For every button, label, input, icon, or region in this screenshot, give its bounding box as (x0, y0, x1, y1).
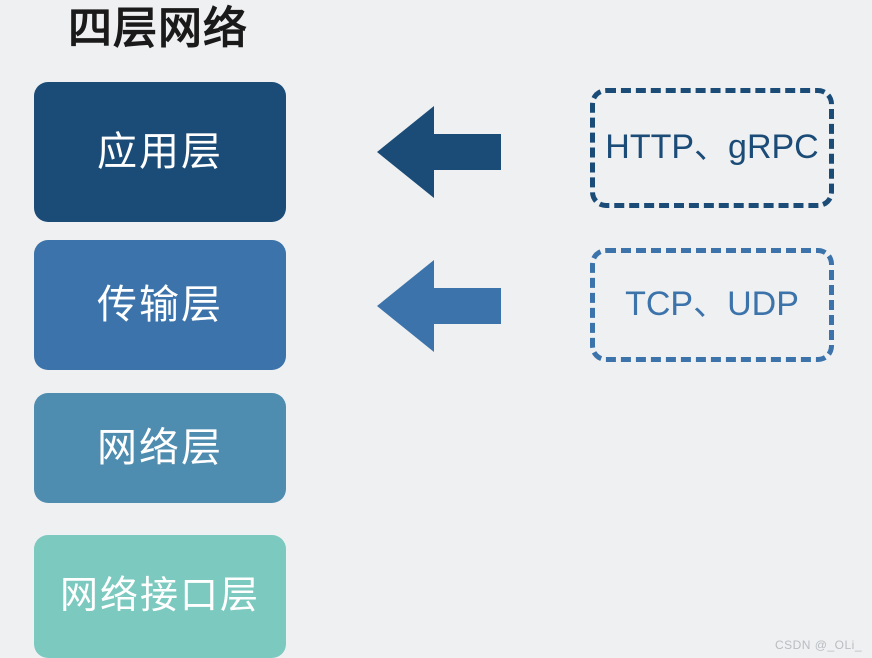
protocol-label: TCP、UDP (625, 285, 799, 324)
layer-box-network-interface: 网络接口层 (34, 535, 286, 658)
watermark: CSDN @_OLi_ (774, 638, 862, 652)
left-arrow-icon-transport (377, 258, 501, 354)
layer-label: 网络接口层 (59, 574, 260, 617)
layer-label: 应用层 (97, 130, 223, 174)
left-arrow-icon-application (377, 104, 501, 200)
layer-box-application: 应用层 (34, 82, 286, 222)
protocol-label: HTTP、gRPC (605, 128, 819, 167)
layer-box-transport: 传输层 (34, 240, 286, 370)
layer-label: 网络层 (97, 426, 223, 470)
layer-box-network: 网络层 (34, 393, 286, 503)
layer-label: 传输层 (97, 283, 223, 327)
page-title: 四层网络 (68, 4, 248, 53)
protocol-box-application: HTTP、gRPC (590, 88, 834, 208)
protocol-box-transport: TCP、UDP (590, 248, 834, 362)
